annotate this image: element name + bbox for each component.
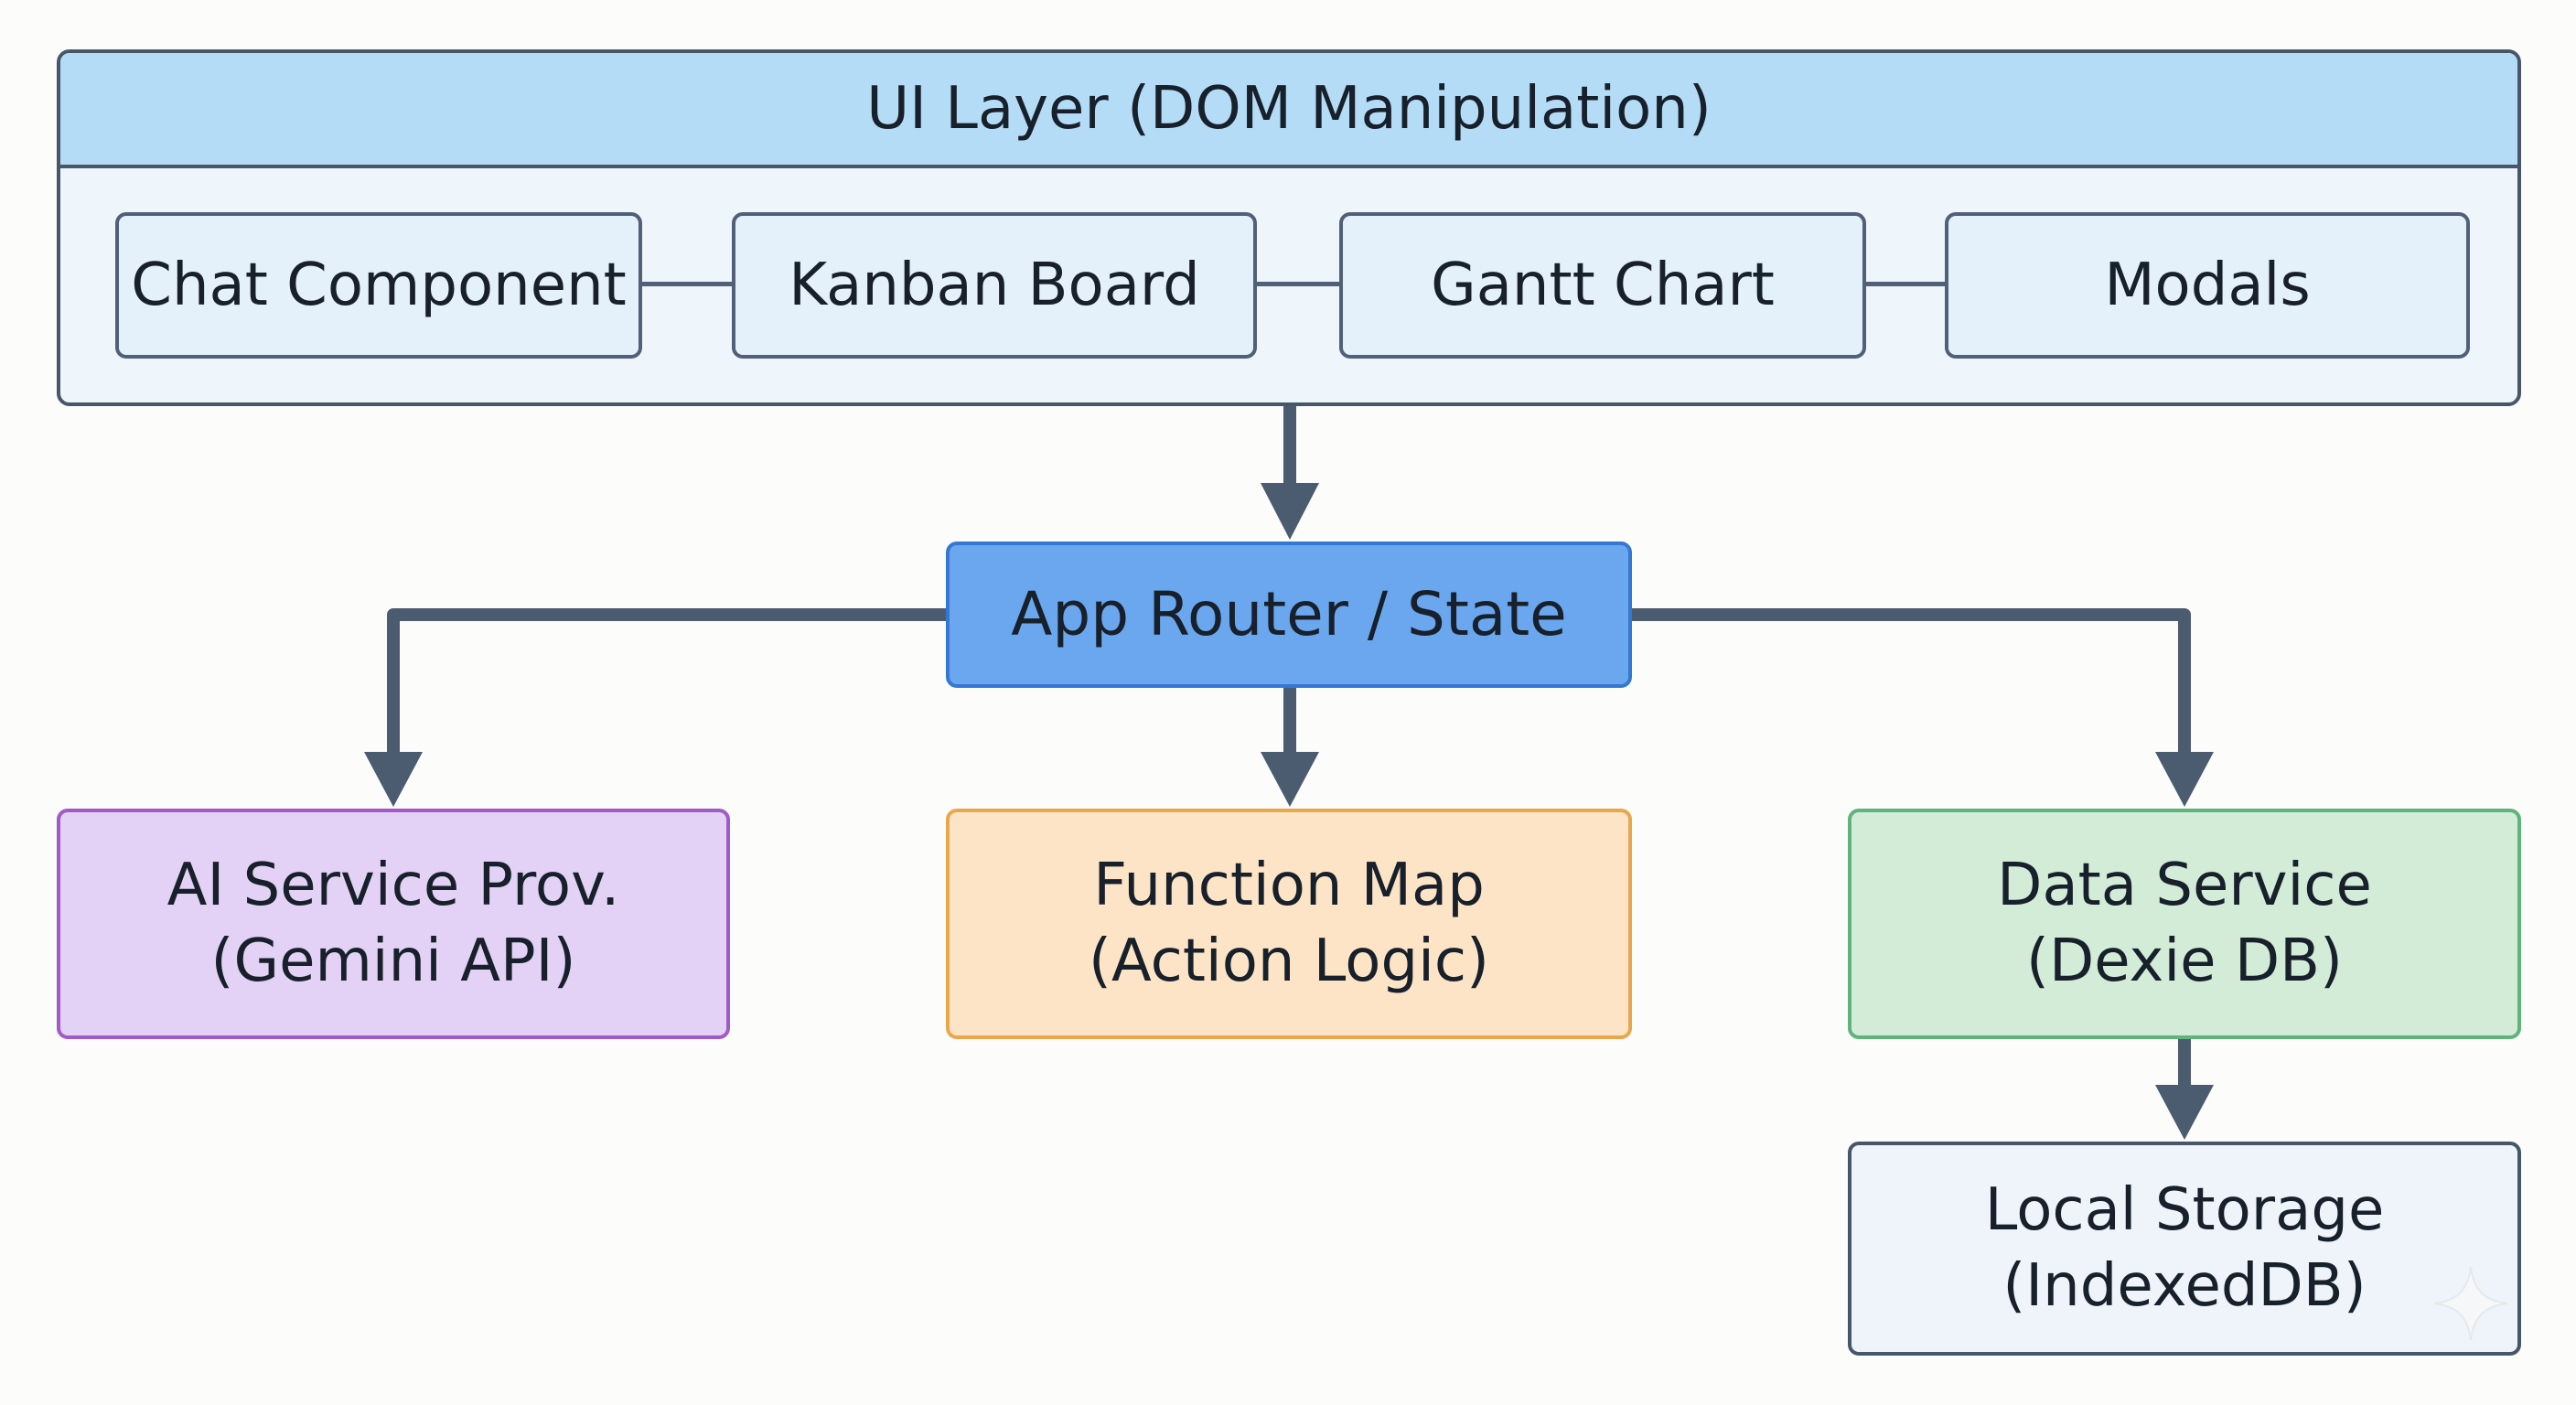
component-connector — [1257, 282, 1339, 286]
ui-layer-title: UI Layer (DOM Manipulation) — [60, 53, 2517, 168]
local-storage-subtitle: (IndexedDB) — [2002, 1252, 2367, 1320]
ai-service-box: AI Service Prov. (Gemini API) — [57, 809, 730, 1039]
data-service-title: Data Service — [1997, 851, 2372, 919]
function-map-box: Function Map (Action Logic) — [946, 809, 1632, 1039]
data-service-box: Data Service (Dexie DB) — [1848, 809, 2521, 1039]
arrowhead-data-service — [2155, 752, 2214, 807]
ui-layer-container: UI Layer (DOM Manipulation) Chat Compone… — [57, 49, 2521, 406]
kanban-board-box: Kanban Board — [732, 212, 1257, 359]
component-connector — [642, 282, 732, 286]
arrowhead-function-map — [1261, 752, 1319, 807]
app-router-box: App Router / State — [946, 542, 1632, 688]
function-map-title: Function Map — [1093, 851, 1485, 919]
modals-box: Modals — [1945, 212, 2470, 359]
local-storage-box: Local Storage (IndexedDB) — [1848, 1142, 2521, 1356]
arrow-router-to-data-service — [1632, 608, 2191, 761]
function-map-subtitle: (Action Logic) — [1089, 928, 1489, 995]
ai-service-title: AI Service Prov. — [166, 851, 620, 919]
gantt-chart-box: Gantt Chart — [1339, 212, 1866, 359]
component-connector — [1866, 282, 1945, 286]
ai-service-subtitle: (Gemini API) — [210, 928, 576, 995]
arrowhead-ai-service — [364, 752, 423, 807]
sparkle-icon — [2433, 1266, 2508, 1341]
arrow-router-to-ai-service — [387, 608, 946, 761]
data-service-subtitle: (Dexie DB) — [2025, 928, 2344, 995]
arrowhead-router — [1261, 483, 1319, 540]
chat-component-box: Chat Component — [115, 212, 642, 359]
arrowhead-storage — [2155, 1085, 2214, 1140]
local-storage-title: Local Storage — [1984, 1175, 2385, 1244]
